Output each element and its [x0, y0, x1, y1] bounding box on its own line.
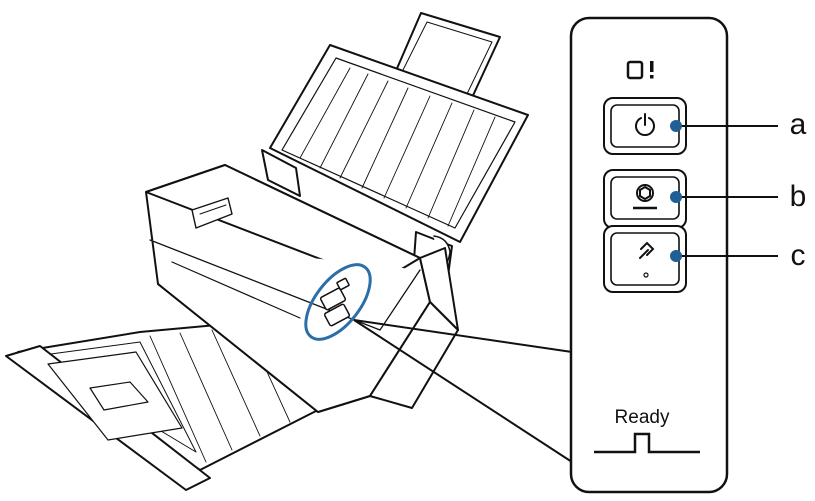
start-button[interactable]	[603, 225, 687, 293]
start-icon	[639, 241, 655, 278]
callout-dot-c	[670, 250, 682, 262]
callout-dot-a	[670, 120, 682, 132]
callout-label-a: a	[790, 108, 807, 141]
ready-light-icon	[594, 432, 700, 454]
callout-label-c: c	[791, 239, 806, 272]
output-tray	[5, 315, 319, 491]
stop-button[interactable]	[603, 169, 687, 229]
callout-label-b: b	[790, 180, 807, 213]
input-tray	[269, 44, 529, 243]
scanner-illustration	[5, 12, 529, 491]
power-icon	[635, 113, 655, 137]
magnified-control-panel: Ready	[569, 16, 778, 494]
callout-dot-b	[670, 191, 682, 203]
error-indicator-icon	[626, 60, 654, 80]
zoom-highlight	[304, 263, 372, 341]
power-button[interactable]	[603, 97, 687, 155]
body-control-panel	[319, 277, 351, 327]
ready-label: Ready	[615, 407, 670, 428]
stop-icon	[633, 184, 657, 210]
callout-leaders	[670, 120, 778, 262]
zoom-leader-lines	[353, 319, 573, 463]
